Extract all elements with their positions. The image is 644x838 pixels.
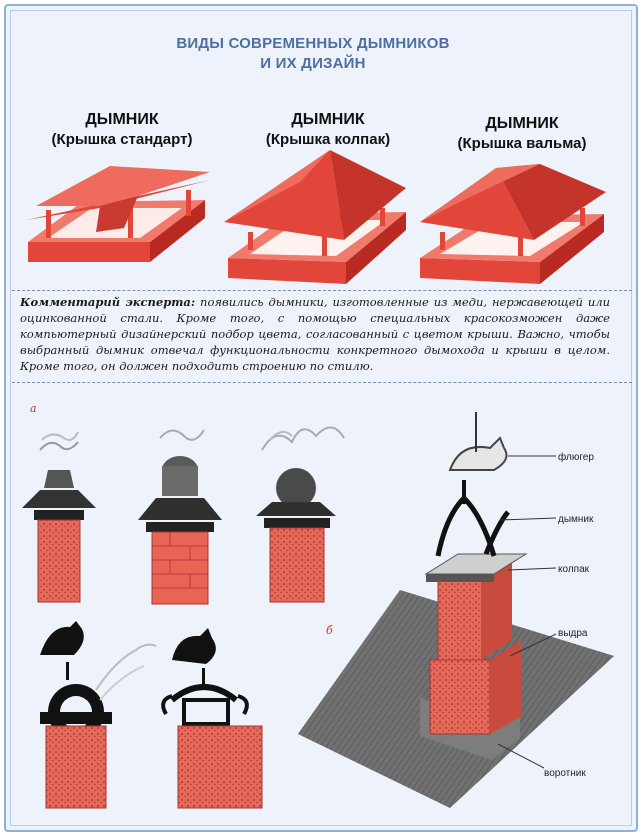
chimney-a1 <box>22 431 96 603</box>
chimney-a5-rooster <box>161 628 263 809</box>
callout-vydra: выдра <box>558 628 588 639</box>
callout-kolpak: колпак <box>558 564 590 575</box>
callout-lines <box>497 455 557 769</box>
expert-comment: Комментарий эксперта: появились дымники,… <box>20 294 610 374</box>
cap-standard-drawing <box>26 166 210 262</box>
base-side <box>346 212 406 284</box>
post <box>128 208 133 238</box>
comment-text: появились дымники, изготовленные из меди… <box>20 295 611 373</box>
base-front <box>28 242 150 262</box>
cap-label-kolpak: ДЫМНИК (Крышка колпак) <box>228 110 428 150</box>
separator-bottom <box>12 382 632 383</box>
post <box>322 236 327 256</box>
callout-fluger: флюгер <box>558 451 594 463</box>
title-line-2: И ИХ ДИЗАЙН <box>260 55 366 72</box>
separator-top <box>12 290 632 291</box>
post <box>186 190 191 216</box>
cap-label-standard: ДЫМНИК (Крышка стандарт) <box>22 110 222 150</box>
chimney-a3 <box>256 426 345 603</box>
post <box>380 208 385 226</box>
post <box>440 232 445 250</box>
cap-kolpak-drawing <box>224 150 406 284</box>
base-front <box>420 258 540 284</box>
infographic-frame <box>4 4 638 832</box>
post <box>580 208 585 226</box>
inner-border <box>10 10 632 826</box>
figure-label-a: а <box>30 402 37 415</box>
page-title: ВИДЫ СОВРЕМЕННЫХ ДЫМНИКОВ И ИХ ДИЗАЙН <box>0 34 626 74</box>
chimney-a2 <box>138 429 222 605</box>
roof-side <box>496 164 606 240</box>
base-side <box>150 200 205 262</box>
chimney-large <box>420 412 528 760</box>
roof-side <box>330 150 406 240</box>
comment-label: Комментарий эксперта: <box>20 295 196 309</box>
figure-label-b: б <box>326 624 333 637</box>
cap-label-valma: ДЫМНИК (Крышка вальма) <box>420 114 624 154</box>
chimney-a4-rooster <box>40 621 157 809</box>
cap-valma-drawing <box>420 164 606 284</box>
cap-name: ДЫМНИК <box>291 111 365 128</box>
callout-vorotnik: воротник <box>544 768 586 779</box>
base-side <box>540 214 604 284</box>
post <box>518 236 523 256</box>
roof-front <box>224 150 344 240</box>
post <box>46 210 51 238</box>
base-front <box>228 258 346 284</box>
cap-name: ДЫМНИК <box>85 111 159 128</box>
cap-name: ДЫМНИК <box>485 115 559 132</box>
roof-front <box>96 196 138 232</box>
callout-dymnik: дымник <box>558 514 594 525</box>
title-line-1: ВИДЫ СОВРЕМЕННЫХ ДЫМНИКОВ <box>176 35 450 52</box>
roof-top <box>36 166 210 206</box>
cap-type: (Крышка колпак) <box>265 131 391 148</box>
cap-type: (Крышка вальма) <box>457 135 587 152</box>
cap-type: (Крышка стандарт) <box>51 131 193 148</box>
post <box>248 232 253 250</box>
